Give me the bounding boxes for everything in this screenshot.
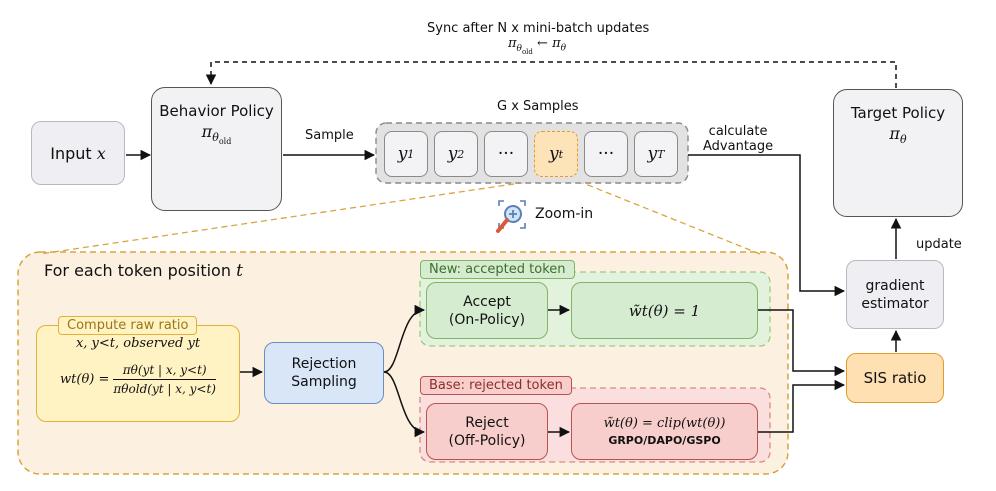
reject-formula: w̃t(θ) = clip(wt(θ)) [603,416,726,431]
token-ellipsis: ··· [584,131,628,177]
gradient-estimator-box: gradient estimator [846,260,944,329]
token-ellipsis: ··· [484,131,528,177]
sync-arrow [205,61,897,88]
sync-formula: πθold ← πθ [508,36,567,56]
input-label: Input [50,143,92,163]
token-region-title: For each token position t [44,261,243,281]
rejected-group-tag: Base: rejected token [420,376,572,395]
samples-title: G x Samples [497,99,579,114]
reject-formula-box: w̃t(θ) = clip(wt(θ)) GRPO/DAPO/GSPO [571,403,758,460]
sis-ratio-box: SIS ratio [846,353,944,403]
behavior-policy-box: Behavior Policy πθold [151,87,282,211]
compute-ratio-denominator: πθold(yt | x, y<t) [113,382,216,396]
accept-box: Accept (On-Policy) [426,282,548,339]
update-label: update [916,237,962,252]
reject-methods: GRPO/DAPO/GSPO [608,434,721,447]
rejection-sampling-box: Rejection Sampling [264,342,384,404]
sample-label: Sample [305,128,354,143]
target-policy-title: Target Policy [850,104,946,122]
compute-ratio-numerator: πθ(yt | x, y<t) [122,363,207,377]
compute-ratio-lhs: wt(θ) = [60,372,110,387]
behavior-policy-symbol: πθold [201,122,232,147]
zoom-line-right [577,180,761,255]
zoom-in-icon [496,200,526,233]
accept-formula-box: w̃t(θ) = 1 [571,282,758,339]
zoom-in-label: Zoom-in [535,206,594,222]
accepted-group-tag: New: accepted token [420,260,575,279]
compute-ratio-box: x, y<t, observed yt wt(θ) = πθ(yt | x, y… [36,325,240,422]
reject-box: Reject (Off-Policy) [426,403,548,460]
zoom-line-left [39,180,535,255]
target-policy-box: Target Policy πθ [833,89,963,217]
compute-ratio-inputs: x, y<t, observed yt [75,336,201,351]
compute-ratio-tag: Compute raw ratio [58,316,198,335]
input-box: Input x [31,121,125,185]
behavior-policy-title: Behavior Policy [159,102,274,120]
advantage-label: calculate Advantage [703,124,774,154]
input-var: x [96,143,106,163]
sync-label: Sync after N x mini-batch updates [427,21,650,36]
target-policy-symbol: πθ [889,124,907,147]
